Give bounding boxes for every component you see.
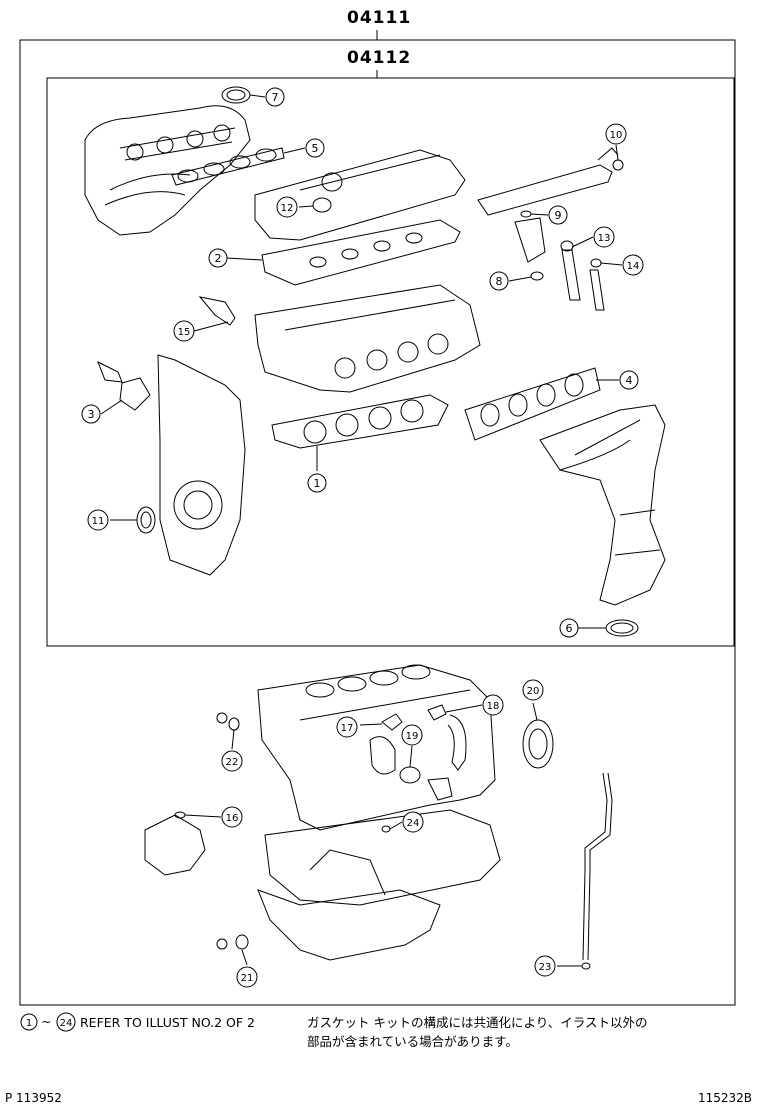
head-gasket-drawing xyxy=(271,394,449,449)
svg-text:18: 18 xyxy=(487,701,500,712)
svg-text:6: 6 xyxy=(566,622,573,635)
svg-text:5: 5 xyxy=(312,142,319,155)
callout-7: 7 xyxy=(265,87,285,107)
callout-2: 2 xyxy=(208,248,228,268)
svg-text:17: 17 xyxy=(341,723,354,734)
callout-8: 8 xyxy=(489,271,509,291)
callout-4: 4 xyxy=(619,370,639,390)
callout-20: 20 xyxy=(522,679,544,701)
fuel-rail-drawing xyxy=(477,147,624,281)
cylinder-head-drawing xyxy=(254,284,481,393)
note-japanese-line-2: 部品が含まれている場合があります。 xyxy=(307,1034,518,1049)
water-pump-drawing xyxy=(144,814,206,876)
exhaust-gasket-drawing xyxy=(464,367,601,441)
intake-manifold-gasket-drawing xyxy=(171,147,285,186)
valves-drawing xyxy=(560,240,605,311)
callout-22: 22 xyxy=(221,750,243,772)
note-range-end: 24 xyxy=(56,1012,76,1032)
outer-kit-frame xyxy=(19,39,736,1006)
oil-pan-drawing xyxy=(257,809,501,961)
svg-text:11: 11 xyxy=(92,516,105,527)
svg-text:10: 10 xyxy=(610,130,623,141)
svg-text:1: 1 xyxy=(314,477,321,490)
svg-text:7: 7 xyxy=(272,91,279,104)
callout-6: 6 xyxy=(559,618,579,638)
svg-text:16: 16 xyxy=(226,813,239,824)
svg-text:15: 15 xyxy=(178,327,191,338)
sensor-drawing xyxy=(198,296,236,326)
assembly-code-04112: 04112 xyxy=(347,48,412,68)
note-japanese-line-1: ガスケット キットの構成には共通化により、イラスト以外の xyxy=(307,1015,648,1030)
callout-1: 1 xyxy=(307,473,327,493)
intake-manifold-drawing xyxy=(84,105,251,236)
svg-text:20: 20 xyxy=(527,686,540,697)
callout-18: 18 xyxy=(482,694,504,716)
svg-text:13: 13 xyxy=(598,233,611,244)
callout-11: 11 xyxy=(87,509,109,531)
callout-17: 17 xyxy=(336,716,358,738)
callout-19: 19 xyxy=(401,724,423,746)
note-refer-text: REFER TO ILLUST NO.2 OF 2 xyxy=(80,1015,255,1030)
dipstick-drawing xyxy=(587,772,613,961)
svg-text:24: 24 xyxy=(407,818,420,829)
assembly-code-04111: 04111 xyxy=(347,8,412,28)
note-range-start: 1 xyxy=(20,1013,38,1031)
footer-left-code: P 113952 xyxy=(5,1091,62,1105)
callout-23: 23 xyxy=(534,955,556,977)
callout-12: 12 xyxy=(276,196,298,218)
engine-block-drawing xyxy=(257,664,496,831)
callout-5: 5 xyxy=(305,138,325,158)
svg-text:2: 2 xyxy=(215,252,222,265)
svg-text:4: 4 xyxy=(626,374,633,387)
svg-text:22: 22 xyxy=(226,757,239,768)
callout-14: 14 xyxy=(622,254,644,276)
svg-text:23: 23 xyxy=(539,962,552,973)
svg-text:9: 9 xyxy=(555,209,562,222)
callout-3: 3 xyxy=(81,404,101,424)
svg-text:19: 19 xyxy=(406,731,419,742)
callout-24: 24 xyxy=(402,811,424,833)
inner-kit-frame xyxy=(46,77,735,647)
callout-10: 10 xyxy=(605,123,627,145)
timing-cover-drawing xyxy=(97,354,246,576)
svg-text:12: 12 xyxy=(281,203,294,214)
head-cover-gasket-drawing xyxy=(261,219,461,286)
callout-16: 16 xyxy=(221,806,243,828)
callout-leaders xyxy=(100,94,623,967)
svg-text:14: 14 xyxy=(627,261,640,272)
svg-text:24: 24 xyxy=(60,1018,73,1029)
exhaust-manifold-drawing xyxy=(539,404,666,606)
footer-right-code: 115232B xyxy=(697,1091,752,1105)
callout-13: 13 xyxy=(593,226,615,248)
svg-text:21: 21 xyxy=(241,973,254,984)
head-cover-drawing xyxy=(254,149,466,241)
svg-text:3: 3 xyxy=(88,408,95,421)
callout-21: 21 xyxy=(236,966,258,988)
callout-9: 9 xyxy=(548,205,568,225)
note-range-separator: ~ xyxy=(41,1014,52,1029)
callout-15: 15 xyxy=(173,320,195,342)
svg-text:1: 1 xyxy=(26,1018,32,1029)
svg-text:8: 8 xyxy=(496,275,503,288)
